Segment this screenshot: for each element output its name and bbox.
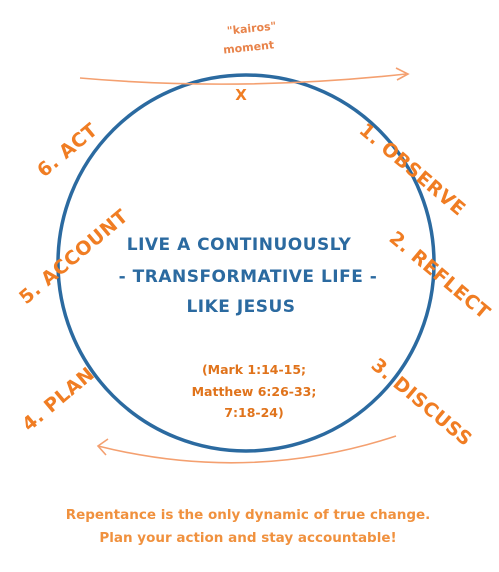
kairos-label-line2: moment — [223, 38, 275, 56]
bottom-arrow-line — [97, 435, 397, 464]
footer-line-1: Repentance is the only dynamic of true c… — [66, 507, 431, 523]
step-discuss-label: 3. DISCUSS — [367, 354, 476, 451]
step-observe-label: 1. OBSERVE — [355, 119, 470, 220]
scripture-line-1: (Mark 1:14-15; — [202, 362, 306, 377]
top-arrow-line — [79, 73, 407, 85]
center-line-3: LIKE JESUS — [186, 297, 295, 317]
step-plan-label: 4. PLAN — [18, 363, 99, 436]
cycle-circle — [56, 73, 436, 453]
step-account-label: 5. ACCOUNT — [15, 205, 133, 309]
kairos-label-line1: "kairos" — [226, 19, 277, 37]
footer-line-2: Plan your action and stay accountable! — [99, 530, 396, 546]
center-line-2: - TRANSFORMATIVE LIFE - — [119, 267, 378, 287]
kairos-x-mark: X — [235, 86, 247, 104]
step-reflect-label: 2. REFLECT — [385, 227, 495, 324]
scripture-line-3: 7:18-24) — [224, 405, 283, 420]
step-act-label: 6. ACT — [33, 119, 102, 182]
scripture-line-2: Matthew 6:26-33; — [192, 384, 317, 399]
top-arrow-head — [395, 67, 410, 81]
bottom-arrow-head — [96, 438, 109, 456]
center-line-1: LIVE A CONTINUOUSLY — [127, 235, 352, 255]
